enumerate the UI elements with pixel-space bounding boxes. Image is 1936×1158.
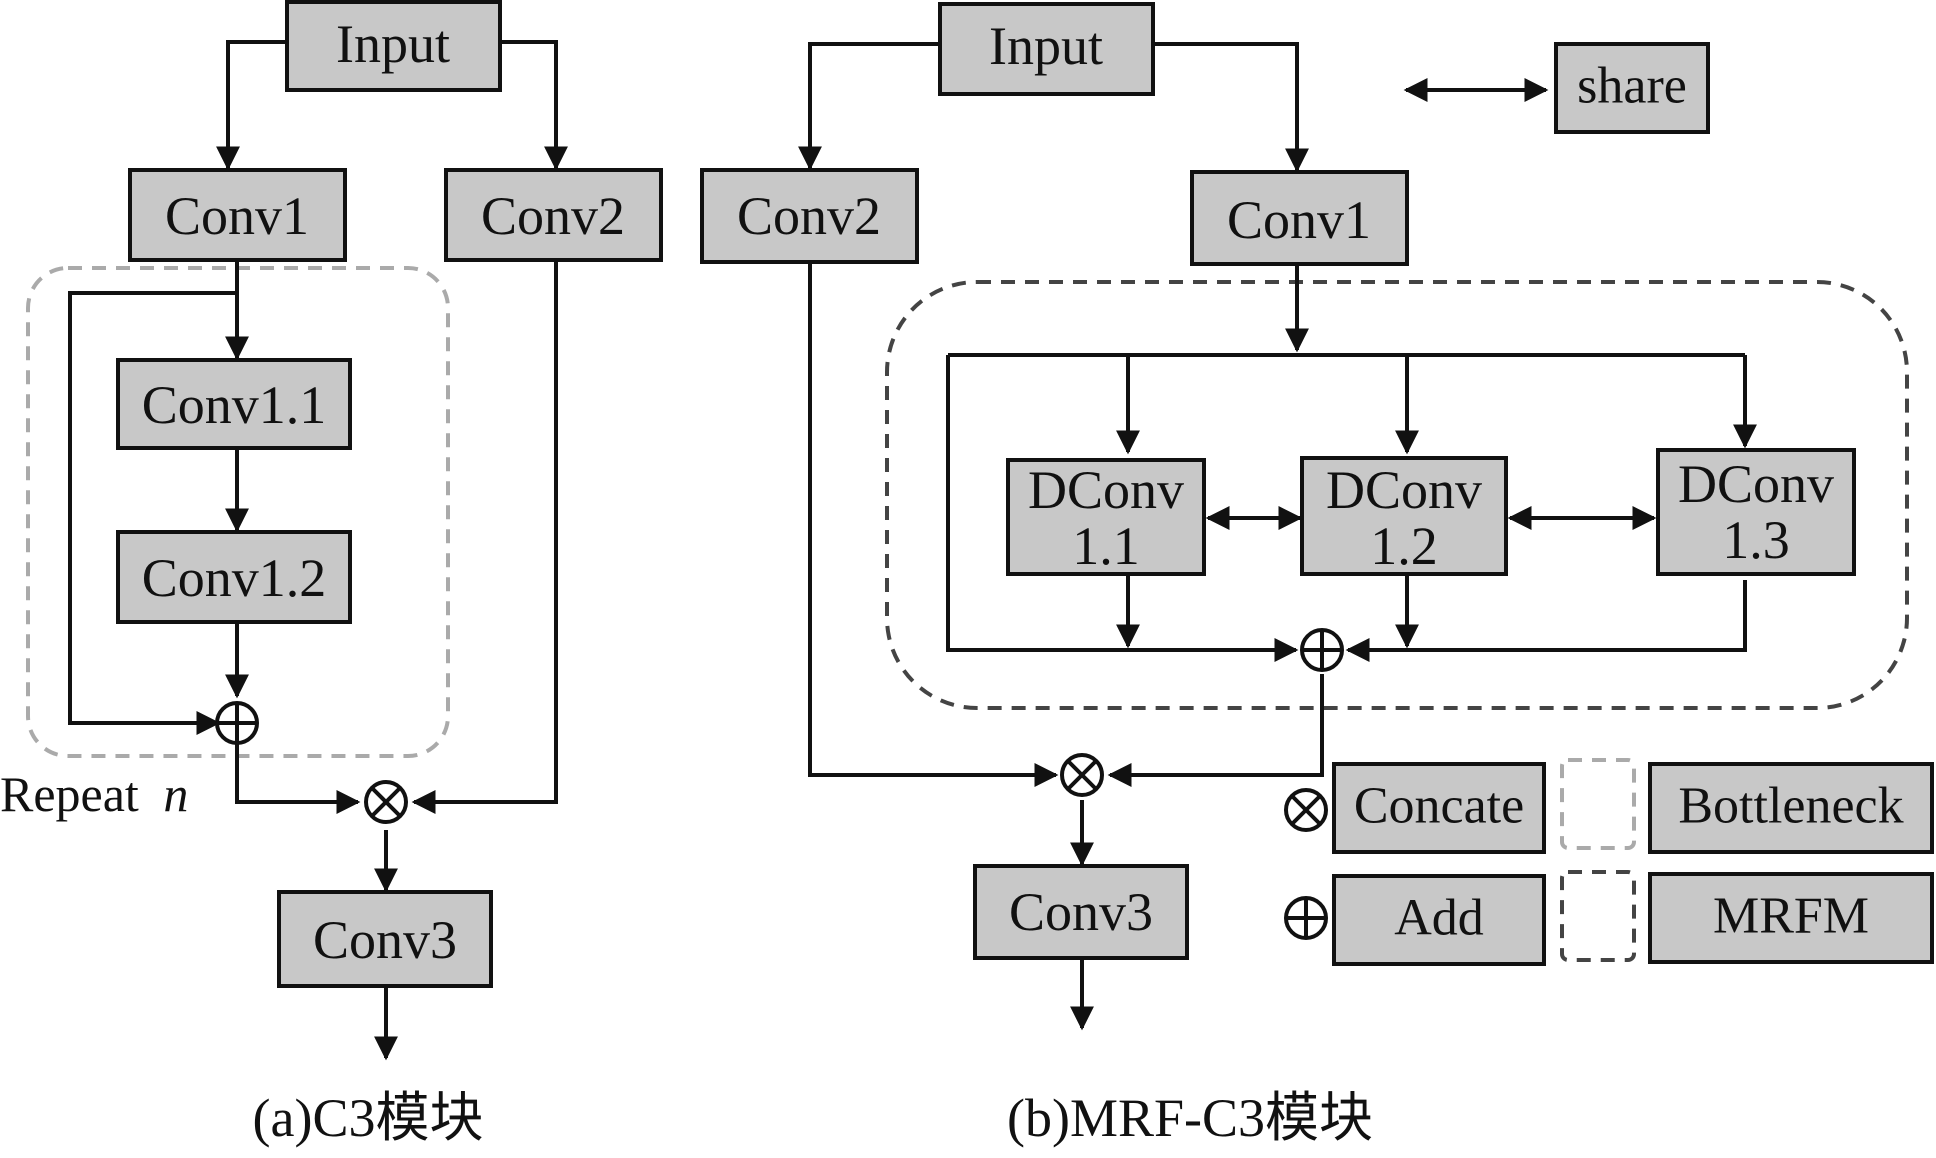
add-operator-icon xyxy=(1300,628,1344,672)
input-box xyxy=(285,0,502,92)
legend-concate-box xyxy=(1332,762,1546,854)
legend-add-label: Add xyxy=(1394,890,1484,947)
legend-add-icon xyxy=(1284,896,1328,940)
dconv1-3-box xyxy=(1656,448,1856,576)
conv1-2-box xyxy=(116,530,352,624)
conv3-label: Conv3 xyxy=(313,910,457,970)
share-label: share xyxy=(1577,58,1687,115)
caption-b: (b)MRF-C3模块 xyxy=(1007,1088,1373,1148)
conv3-box xyxy=(973,864,1189,960)
legend-concate-label: Concate xyxy=(1354,778,1524,835)
arrow-input-to-conv1 xyxy=(216,40,287,171)
input-label: Input xyxy=(336,14,450,74)
panel-b: share Input Conv2 Conv1 DConv 1.1 DConv … xyxy=(700,2,1909,1148)
concat-operator-icon xyxy=(1060,753,1104,797)
arrow-input-to-conv2 xyxy=(798,42,940,171)
conv1-label: Conv1 xyxy=(165,186,309,246)
conv2-label: Conv2 xyxy=(737,186,881,246)
arrow-input-to-conv2 xyxy=(500,40,568,171)
legend-concat-icon xyxy=(1284,788,1328,832)
conv3-label: Conv3 xyxy=(1009,882,1153,942)
arrow-add-to-concat xyxy=(235,744,361,814)
dconv1-2-label-line1: DConv xyxy=(1326,460,1482,520)
legend-add-box xyxy=(1332,874,1546,966)
arrow-input-to-conv1 xyxy=(1153,42,1309,173)
dconv1-3-label-line2: 1.3 xyxy=(1722,510,1790,570)
dconv1-1-label-line1: DConv xyxy=(1028,460,1184,520)
arrow-conv2-to-concat xyxy=(808,262,1059,787)
conv1-2-label: Conv1.2 xyxy=(142,548,327,608)
arrow-add-to-concat xyxy=(1107,674,1324,787)
conv1-1-label: Conv1.1 xyxy=(142,375,327,435)
arrow-conv2-to-concat xyxy=(411,262,558,814)
conv2-box xyxy=(444,168,663,262)
repeat-label: Repeat n xyxy=(0,766,188,822)
arrow-dconv1-3-to-add xyxy=(1345,580,1747,662)
conv1-box xyxy=(128,168,347,262)
dconv1-1-box xyxy=(1006,458,1206,576)
dconv1-2-box xyxy=(1300,456,1508,576)
legend-bottleneck-swatch xyxy=(1560,758,1636,850)
identity-path-line xyxy=(946,355,1299,662)
share-box xyxy=(1554,42,1710,134)
mrfm-region xyxy=(885,280,1909,710)
conv3-box xyxy=(277,890,493,988)
conv2-box xyxy=(700,168,919,264)
legend-bottleneck-label: Bottleneck xyxy=(1678,778,1903,835)
dconv1-1-label-line2: 1.1 xyxy=(1072,516,1140,576)
caption-a: (a)C3模块 xyxy=(253,1088,484,1148)
legend-bottleneck-box xyxy=(1648,762,1934,854)
add-operator-icon xyxy=(215,701,259,745)
panel-a: Input Conv1 Conv2 Conv1.1 Conv1.2 Conv3 … xyxy=(0,0,663,1148)
legend: Concate Add Bottleneck MRFM xyxy=(1284,758,1934,966)
legend-mrfm-box xyxy=(1648,872,1934,964)
dconv1-3-label-line1: DConv xyxy=(1678,454,1834,514)
input-label: Input xyxy=(989,16,1103,76)
legend-mrfm-swatch xyxy=(1560,870,1636,962)
conv1-box xyxy=(1190,170,1409,266)
conv2-label: Conv2 xyxy=(481,186,625,246)
residual-skip-line xyxy=(68,291,237,735)
input-box xyxy=(938,2,1155,96)
concat-operator-icon xyxy=(364,780,408,824)
conv1-label: Conv1 xyxy=(1227,190,1371,250)
conv1-1-box xyxy=(116,358,352,450)
dconv1-2-label-line2: 1.2 xyxy=(1370,516,1438,576)
legend-mrfm-label: MRFM xyxy=(1713,888,1869,945)
